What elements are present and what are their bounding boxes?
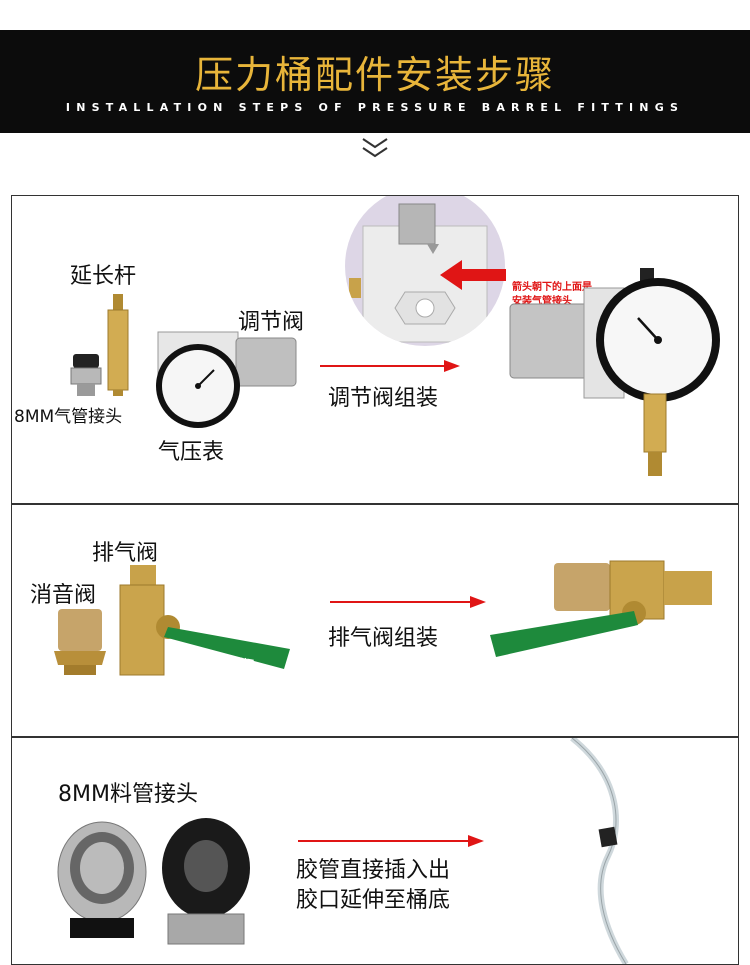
hose-image [552, 738, 738, 964]
extension-rod-image [104, 294, 132, 396]
arrow-right-icon [330, 595, 486, 609]
label-regulator-valve: 调节阀 [238, 310, 305, 335]
label-tube-fitting: 8MM气管接头 [14, 407, 123, 427]
label-exhaust-valve: 排气阀 [92, 541, 159, 566]
step3-arrow-text-1: 胶管直接插入出 [296, 858, 451, 883]
arrow-right-icon [320, 359, 460, 373]
header-banner: 压力桶配件安装步骤 INSTALLATION STEPS OF PRESSURE… [0, 30, 750, 133]
step-panel-exhaust: 排气阀 消音阀 恒果阀门 排气阀组装 [11, 504, 739, 737]
step-panel-hose: 8MM料管接头 胶管直接插入出 胶口延伸至桶底 [11, 737, 739, 965]
note-line-2: 安装气管接头 [512, 296, 572, 307]
page-title: 压力桶配件安装步骤 [194, 53, 555, 97]
arrow-right-icon [298, 834, 484, 848]
hose-fittings-image [56, 810, 256, 950]
assembled-regulator-image [500, 268, 725, 482]
regulator-gauge-image [148, 324, 308, 434]
label-pressure-gauge: 气压表 [158, 440, 225, 465]
step2-arrow-text: 排气阀组装 [328, 626, 439, 651]
tube-fitting-image [69, 354, 103, 396]
assembled-exhaust-image [482, 553, 732, 663]
step3-arrow-text-2: 胶口延伸至桶底 [296, 888, 451, 913]
arrow-left-icon [440, 258, 506, 292]
step-panel-regulator: 延长杆 调节阀 8MM气管接头 气压表 [11, 195, 739, 504]
ball-valve-image [108, 565, 298, 685]
label-silencer-valve: 消音阀 [30, 583, 97, 608]
label-extension-rod: 延长杆 [70, 264, 137, 289]
regulator-closeup-image [345, 196, 505, 346]
silencer-image [52, 609, 108, 675]
note-line-1: 箭头朝下的上面是 [512, 282, 592, 293]
step1-arrow-text: 调节阀组装 [328, 386, 439, 411]
chevron-down-icon [360, 137, 390, 159]
label-hose-fitting: 8MM料管接头 [58, 782, 198, 807]
page-subtitle: INSTALLATION STEPS OF PRESSURE BARREL FI… [65, 101, 685, 114]
